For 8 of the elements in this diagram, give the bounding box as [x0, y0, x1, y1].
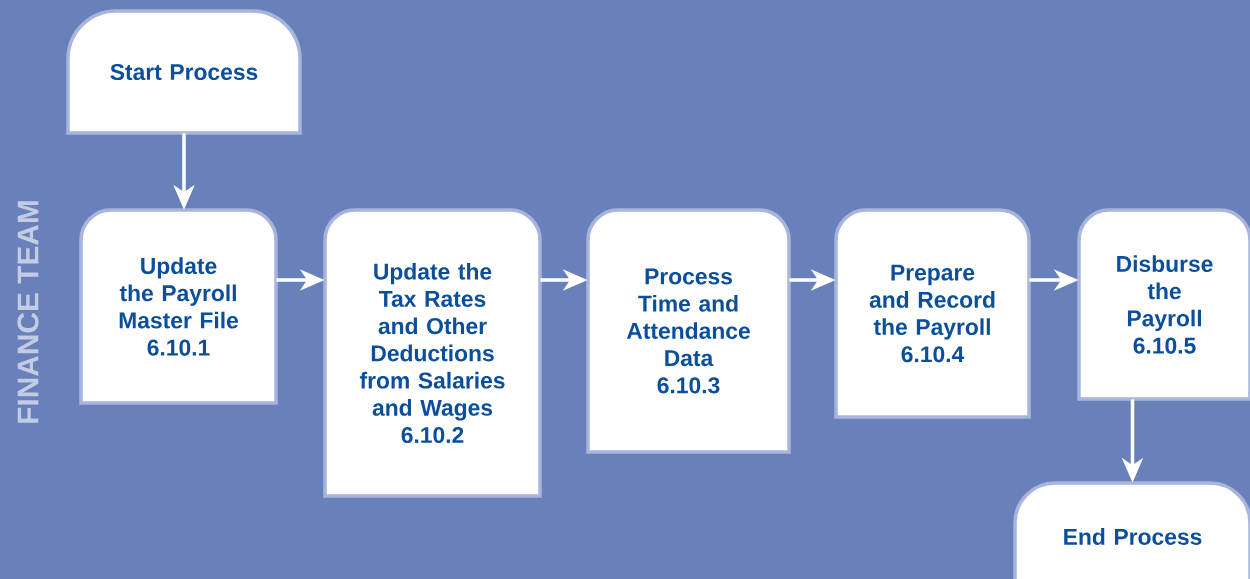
terminal-box: End Process [1013, 481, 1250, 579]
process-box: Process Time and Attendance Data 6.10.3 [586, 208, 791, 454]
process-box: Update the Payroll Master File 6.10.1 [79, 208, 278, 405]
terminal-box: Start Process [66, 9, 302, 135]
lane-label: FINANCE TEAM [17, 201, 39, 423]
process-box: Disburse the Payroll 6.10.5 [1077, 208, 1250, 401]
process-box: Update the Tax Rates and Other Deductions from Salaries and Wages 6.10.2 [323, 208, 542, 498]
process-box: Prepare and Record the Payroll 6.10.4 [834, 208, 1031, 419]
